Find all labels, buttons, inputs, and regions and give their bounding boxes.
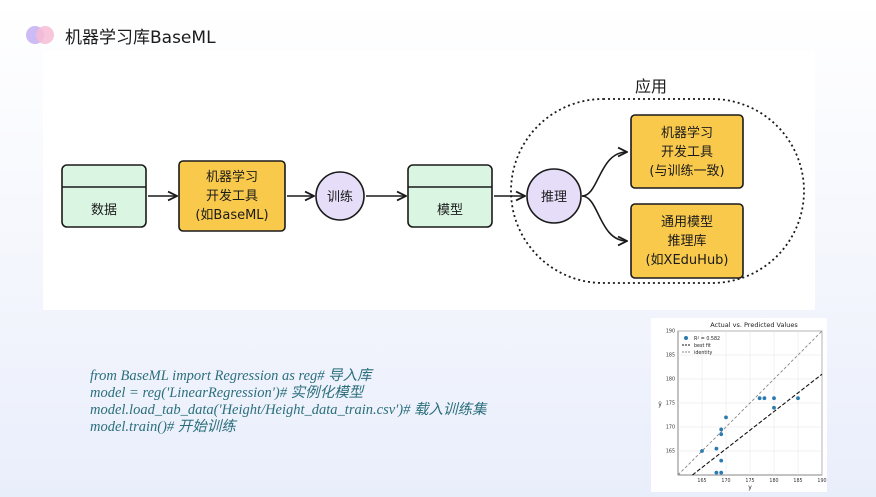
code-line: model.load_tab_data('Height/Height_data_… [90, 402, 487, 418]
x-tick-label: 175 [745, 478, 754, 484]
x-tick-label: 190 [817, 478, 826, 484]
best-fit-line [692, 373, 823, 476]
arrow-infer-to-app-dev [581, 152, 627, 197]
legend-marker-points [684, 336, 688, 340]
code-line: from BaseML import Regression as reg# 导入… [90, 368, 372, 384]
x-tick-label: 185 [793, 478, 802, 484]
app-inference-lib-node: 通用模型 推理库 (如XEduHub) [630, 203, 744, 279]
chart-card: Actual vs. Predicted Values 165 170 175 180… [651, 318, 827, 492]
data-point [714, 446, 719, 451]
legend-entry-r2: R² = 0.582 [694, 336, 720, 342]
inference-node: 推理 [526, 168, 582, 224]
inference-node-label: 推理 [541, 190, 567, 205]
flow-diagram-panel: 应用 数据 机器学习 开发工具 (如BaseML) 训练 模型 推理 [43, 51, 815, 310]
data-node-label: 数据 [91, 203, 117, 218]
app-inference-lib-line-1: 通用模型 [661, 215, 713, 230]
code-snippet: from BaseML import Regression as reg# 导入… [90, 368, 610, 436]
data-point [719, 470, 724, 475]
app-inference-lib-line-2: 推理库 [667, 233, 706, 249]
app-dev-tool-line-3: (与训练一致) [649, 164, 724, 179]
application-region [510, 98, 805, 284]
y-tick-label: 180 [666, 377, 675, 383]
y-tick-label: 190 [666, 329, 675, 335]
train-node: 训练 [315, 171, 365, 221]
page-title: 机器学习库BaseML [65, 27, 216, 48]
data-point [772, 405, 776, 410]
data-point [719, 427, 724, 432]
y-tick-label: 165 [666, 449, 675, 455]
code-line: model = reg('LinearRegression')# 实例化模型 [90, 385, 364, 401]
y-tick-label: 170 [666, 425, 675, 431]
arrow-infer-to-app-lib [581, 195, 627, 241]
ml-library-line-2: 开发工具 [206, 188, 258, 204]
data-point [719, 432, 724, 437]
data-point [772, 396, 776, 401]
x-tick-label: 165 [697, 478, 706, 484]
data-point [714, 470, 719, 475]
actual-vs-predicted-chart: Actual vs. Predicted Values 165 170 175 180… [658, 321, 826, 491]
legend-entry-identity: identity [694, 350, 712, 356]
x-tick-label: 170 [721, 478, 730, 484]
data-point [700, 449, 704, 453]
ml-library-node: 机器学习 开发工具 (如BaseML) [178, 160, 286, 232]
code-line: model.train()# 开始训练 [90, 419, 236, 435]
app-dev-tool-line-1: 机器学习 [661, 125, 713, 141]
legend-entry-best-fit: best fit [694, 343, 711, 349]
x-axis-label: y [748, 484, 752, 491]
data-point [757, 396, 762, 401]
flow-diagram: 应用 数据 机器学习 开发工具 (如BaseML) 训练 模型 推理 [61, 77, 805, 284]
data-node: 数据 [61, 164, 147, 228]
chart-legend: R² = 0.582 best fit identity [682, 336, 720, 356]
data-point [796, 396, 800, 401]
y-axis-label: ŷ [658, 401, 662, 408]
app-inference-lib-line-3: (如XEduHub) [645, 252, 728, 268]
scatter-points [700, 396, 800, 475]
app-dev-tool-line-2: 开发工具 [661, 144, 713, 160]
app-dev-tool-node: 机器学习 开发工具 (与训练一致) [630, 114, 744, 189]
model-node: 模型 [407, 164, 493, 228]
y-tick-label: 185 [666, 353, 675, 359]
y-axis-ticks: 165 170 175 180 185 190 [666, 329, 675, 455]
header: 机器学习库BaseML [26, 22, 216, 48]
x-tick-label: 180 [769, 478, 778, 484]
ml-library-line-3: (如BaseML) [195, 207, 268, 223]
train-node-label: 训练 [327, 190, 353, 205]
data-point [724, 415, 728, 420]
ml-library-line-1: 机器学习 [206, 169, 258, 185]
x-axis-ticks: 165 170 175 180 185 190 [697, 478, 826, 484]
model-node-label: 模型 [437, 203, 463, 218]
chart-title: Actual vs. Predicted Values [710, 321, 798, 329]
application-region-label: 应用 [635, 77, 667, 96]
logo-icon [26, 26, 56, 44]
identity-line [677, 330, 823, 476]
y-tick-label: 175 [666, 401, 675, 407]
data-point [719, 458, 724, 463]
data-point [762, 396, 767, 401]
